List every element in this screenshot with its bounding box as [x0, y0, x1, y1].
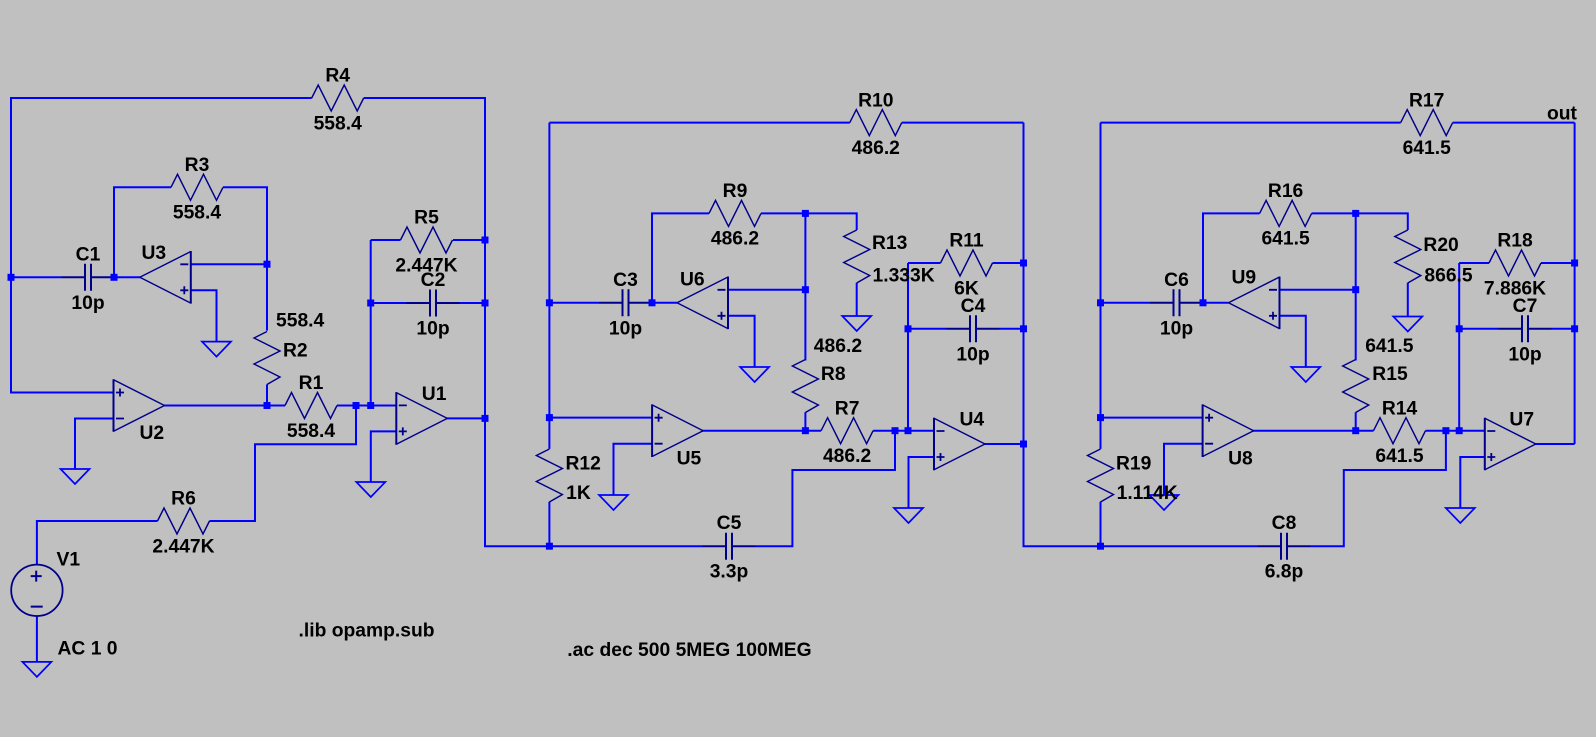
svg-text:R18: R18	[1497, 231, 1533, 252]
svg-text:558.4: 558.4	[276, 310, 325, 331]
svg-text:641.5: 641.5	[1365, 336, 1414, 357]
svg-text:10p: 10p	[609, 318, 642, 339]
svg-text:U2: U2	[140, 423, 165, 444]
svg-text:R2: R2	[283, 340, 308, 361]
svg-text:7.886K: 7.886K	[1484, 278, 1546, 299]
svg-text:R15: R15	[1372, 364, 1408, 385]
svg-text:1.333K: 1.333K	[873, 266, 935, 287]
svg-text:486.2: 486.2	[711, 229, 759, 250]
svg-text:R7: R7	[835, 398, 860, 419]
svg-text:R10: R10	[858, 90, 893, 111]
svg-text:U7: U7	[1509, 409, 1534, 430]
svg-text:866.5: 866.5	[1424, 266, 1473, 287]
svg-text:U4: U4	[960, 409, 985, 430]
svg-text:R6: R6	[171, 489, 196, 510]
svg-text:C3: C3	[613, 270, 638, 291]
svg-text:U9: U9	[1232, 268, 1257, 289]
svg-text:R16: R16	[1268, 181, 1304, 202]
svg-text:U1: U1	[422, 384, 447, 405]
svg-text:R11: R11	[949, 231, 984, 252]
svg-text:558.4: 558.4	[314, 113, 363, 134]
svg-text:558.4: 558.4	[173, 203, 222, 224]
svg-text:R19: R19	[1116, 453, 1151, 474]
svg-text:10p: 10p	[956, 344, 989, 365]
svg-text:R3: R3	[185, 155, 210, 176]
svg-text:C2: C2	[421, 270, 446, 291]
svg-text:10p: 10p	[1508, 344, 1541, 365]
svg-text:1K: 1K	[566, 483, 591, 504]
svg-text:U5: U5	[677, 448, 702, 469]
svg-text:C8: C8	[1272, 513, 1297, 534]
svg-text:486.2: 486.2	[852, 138, 900, 159]
svg-text:C7: C7	[1513, 296, 1538, 317]
svg-text:C5: C5	[717, 513, 742, 534]
svg-text:641.5: 641.5	[1403, 138, 1452, 159]
svg-text:R4: R4	[325, 66, 350, 87]
svg-text:R20: R20	[1423, 235, 1458, 256]
svg-text:10p: 10p	[71, 293, 104, 314]
svg-text:R13: R13	[872, 233, 908, 254]
svg-text:AC 1 0: AC 1 0	[58, 639, 118, 660]
svg-text:C4: C4	[961, 296, 986, 317]
svg-text:C1: C1	[76, 244, 101, 265]
svg-text:.ac dec 500 5MEG 100MEG: .ac dec 500 5MEG 100MEG	[567, 640, 811, 661]
svg-text:3.3p: 3.3p	[710, 562, 749, 583]
svg-text:U6: U6	[680, 269, 705, 290]
svg-text:R17: R17	[1409, 90, 1444, 111]
svg-text:1.114K: 1.114K	[1117, 483, 1178, 504]
svg-text:U8: U8	[1228, 448, 1253, 469]
svg-text:R14: R14	[1382, 398, 1418, 419]
svg-text:R1: R1	[299, 373, 324, 394]
svg-text:10p: 10p	[416, 319, 449, 340]
svg-text:486.2: 486.2	[823, 446, 871, 467]
svg-text:641.5: 641.5	[1375, 446, 1424, 467]
svg-text:641.5: 641.5	[1261, 229, 1310, 250]
svg-text:6K: 6K	[954, 278, 979, 299]
svg-text:486.2: 486.2	[814, 336, 862, 357]
svg-text:R9: R9	[723, 181, 748, 202]
svg-text:C6: C6	[1164, 270, 1189, 291]
svg-text:V1: V1	[57, 550, 81, 571]
svg-text:558.4: 558.4	[287, 421, 336, 442]
svg-text:R12: R12	[566, 453, 601, 474]
svg-text:R5: R5	[414, 208, 439, 229]
svg-text:2.447K: 2.447K	[152, 536, 214, 557]
svg-text:2.447K: 2.447K	[395, 255, 457, 276]
svg-text:U3: U3	[142, 243, 167, 264]
svg-text:6.8p: 6.8p	[1265, 562, 1304, 583]
svg-text:10p: 10p	[1160, 318, 1193, 339]
svg-text:R8: R8	[821, 364, 846, 385]
svg-text:out: out	[1547, 104, 1578, 125]
svg-text:.lib opamp.sub: .lib opamp.sub	[299, 621, 435, 642]
